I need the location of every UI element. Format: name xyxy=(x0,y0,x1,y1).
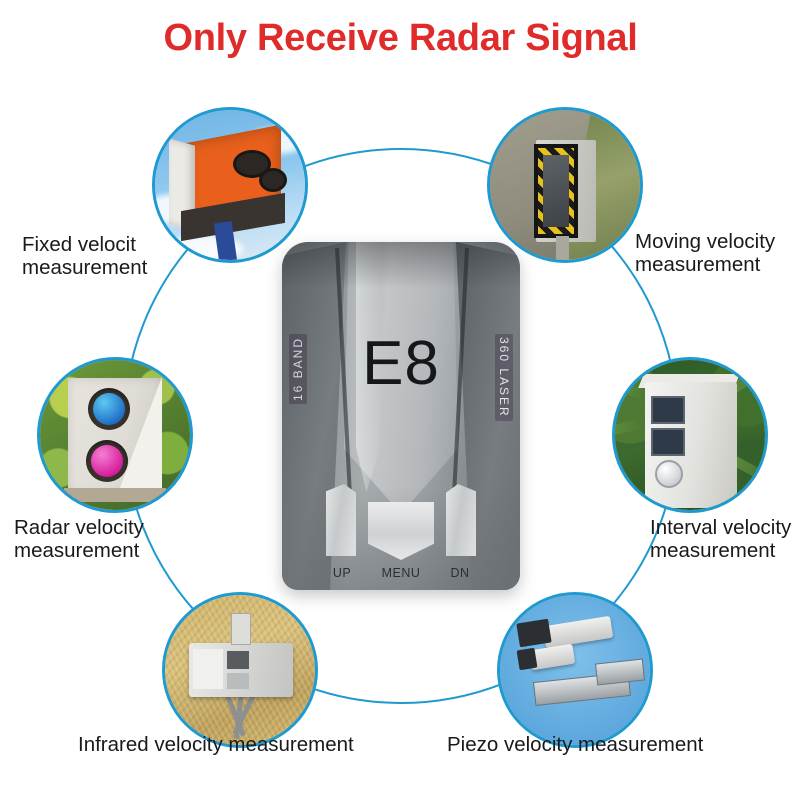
scene-white-enforcement-cabinet xyxy=(615,360,765,510)
scene-tripod-mobile-camera xyxy=(165,595,315,745)
photo-bubble-moving xyxy=(487,107,643,263)
scene-traffic-camera-rig xyxy=(500,595,650,745)
feature-label-interval: Interval velocity measurement xyxy=(650,516,792,563)
device-top-shading xyxy=(282,242,520,288)
scene-dual-lens-camera-housing xyxy=(40,360,190,510)
feature-label-moving: Moving velocity measurement xyxy=(635,230,776,277)
page-title: Only Receive Radar Signal xyxy=(163,17,638,59)
radar-detector-device: E8 16 BAND 360 LASER UP MENU DN xyxy=(282,242,520,590)
feature-label-radar: Radar velocity measurement xyxy=(14,516,144,563)
down-button[interactable] xyxy=(446,484,476,556)
photo-bubble-piezo xyxy=(497,592,653,748)
scene-orange-speed-camera xyxy=(155,110,305,260)
menu-button-label: MENU xyxy=(381,566,421,580)
device-model-text: E8 xyxy=(362,329,440,398)
up-button[interactable] xyxy=(326,484,356,556)
device-button-deck: UP MENU DN xyxy=(282,484,520,590)
feature-label-infrared: Infrared velocity measurement xyxy=(78,733,354,756)
feature-label-piezo: Piezo velocity measurement xyxy=(447,733,704,756)
up-button-label: UP xyxy=(332,566,352,580)
photo-bubble-interval xyxy=(612,357,768,513)
photo-bubble-infrared xyxy=(162,592,318,748)
down-button-label: DN xyxy=(450,566,470,580)
menu-button[interactable] xyxy=(368,502,434,560)
device-center-highlight xyxy=(356,242,382,492)
scene-roadside-camera-cabinet xyxy=(490,110,640,260)
photo-bubble-radar xyxy=(37,357,193,513)
device-laser-legend: 360 LASER xyxy=(495,334,513,421)
device-shell: E8 16 BAND 360 LASER UP MENU DN xyxy=(282,242,520,590)
feature-label-fixed: Fixed velocit measurement xyxy=(22,233,148,280)
device-band-legend: 16 BAND xyxy=(289,334,307,405)
device-center-panel xyxy=(344,242,458,514)
photo-bubble-fixed xyxy=(152,107,308,263)
